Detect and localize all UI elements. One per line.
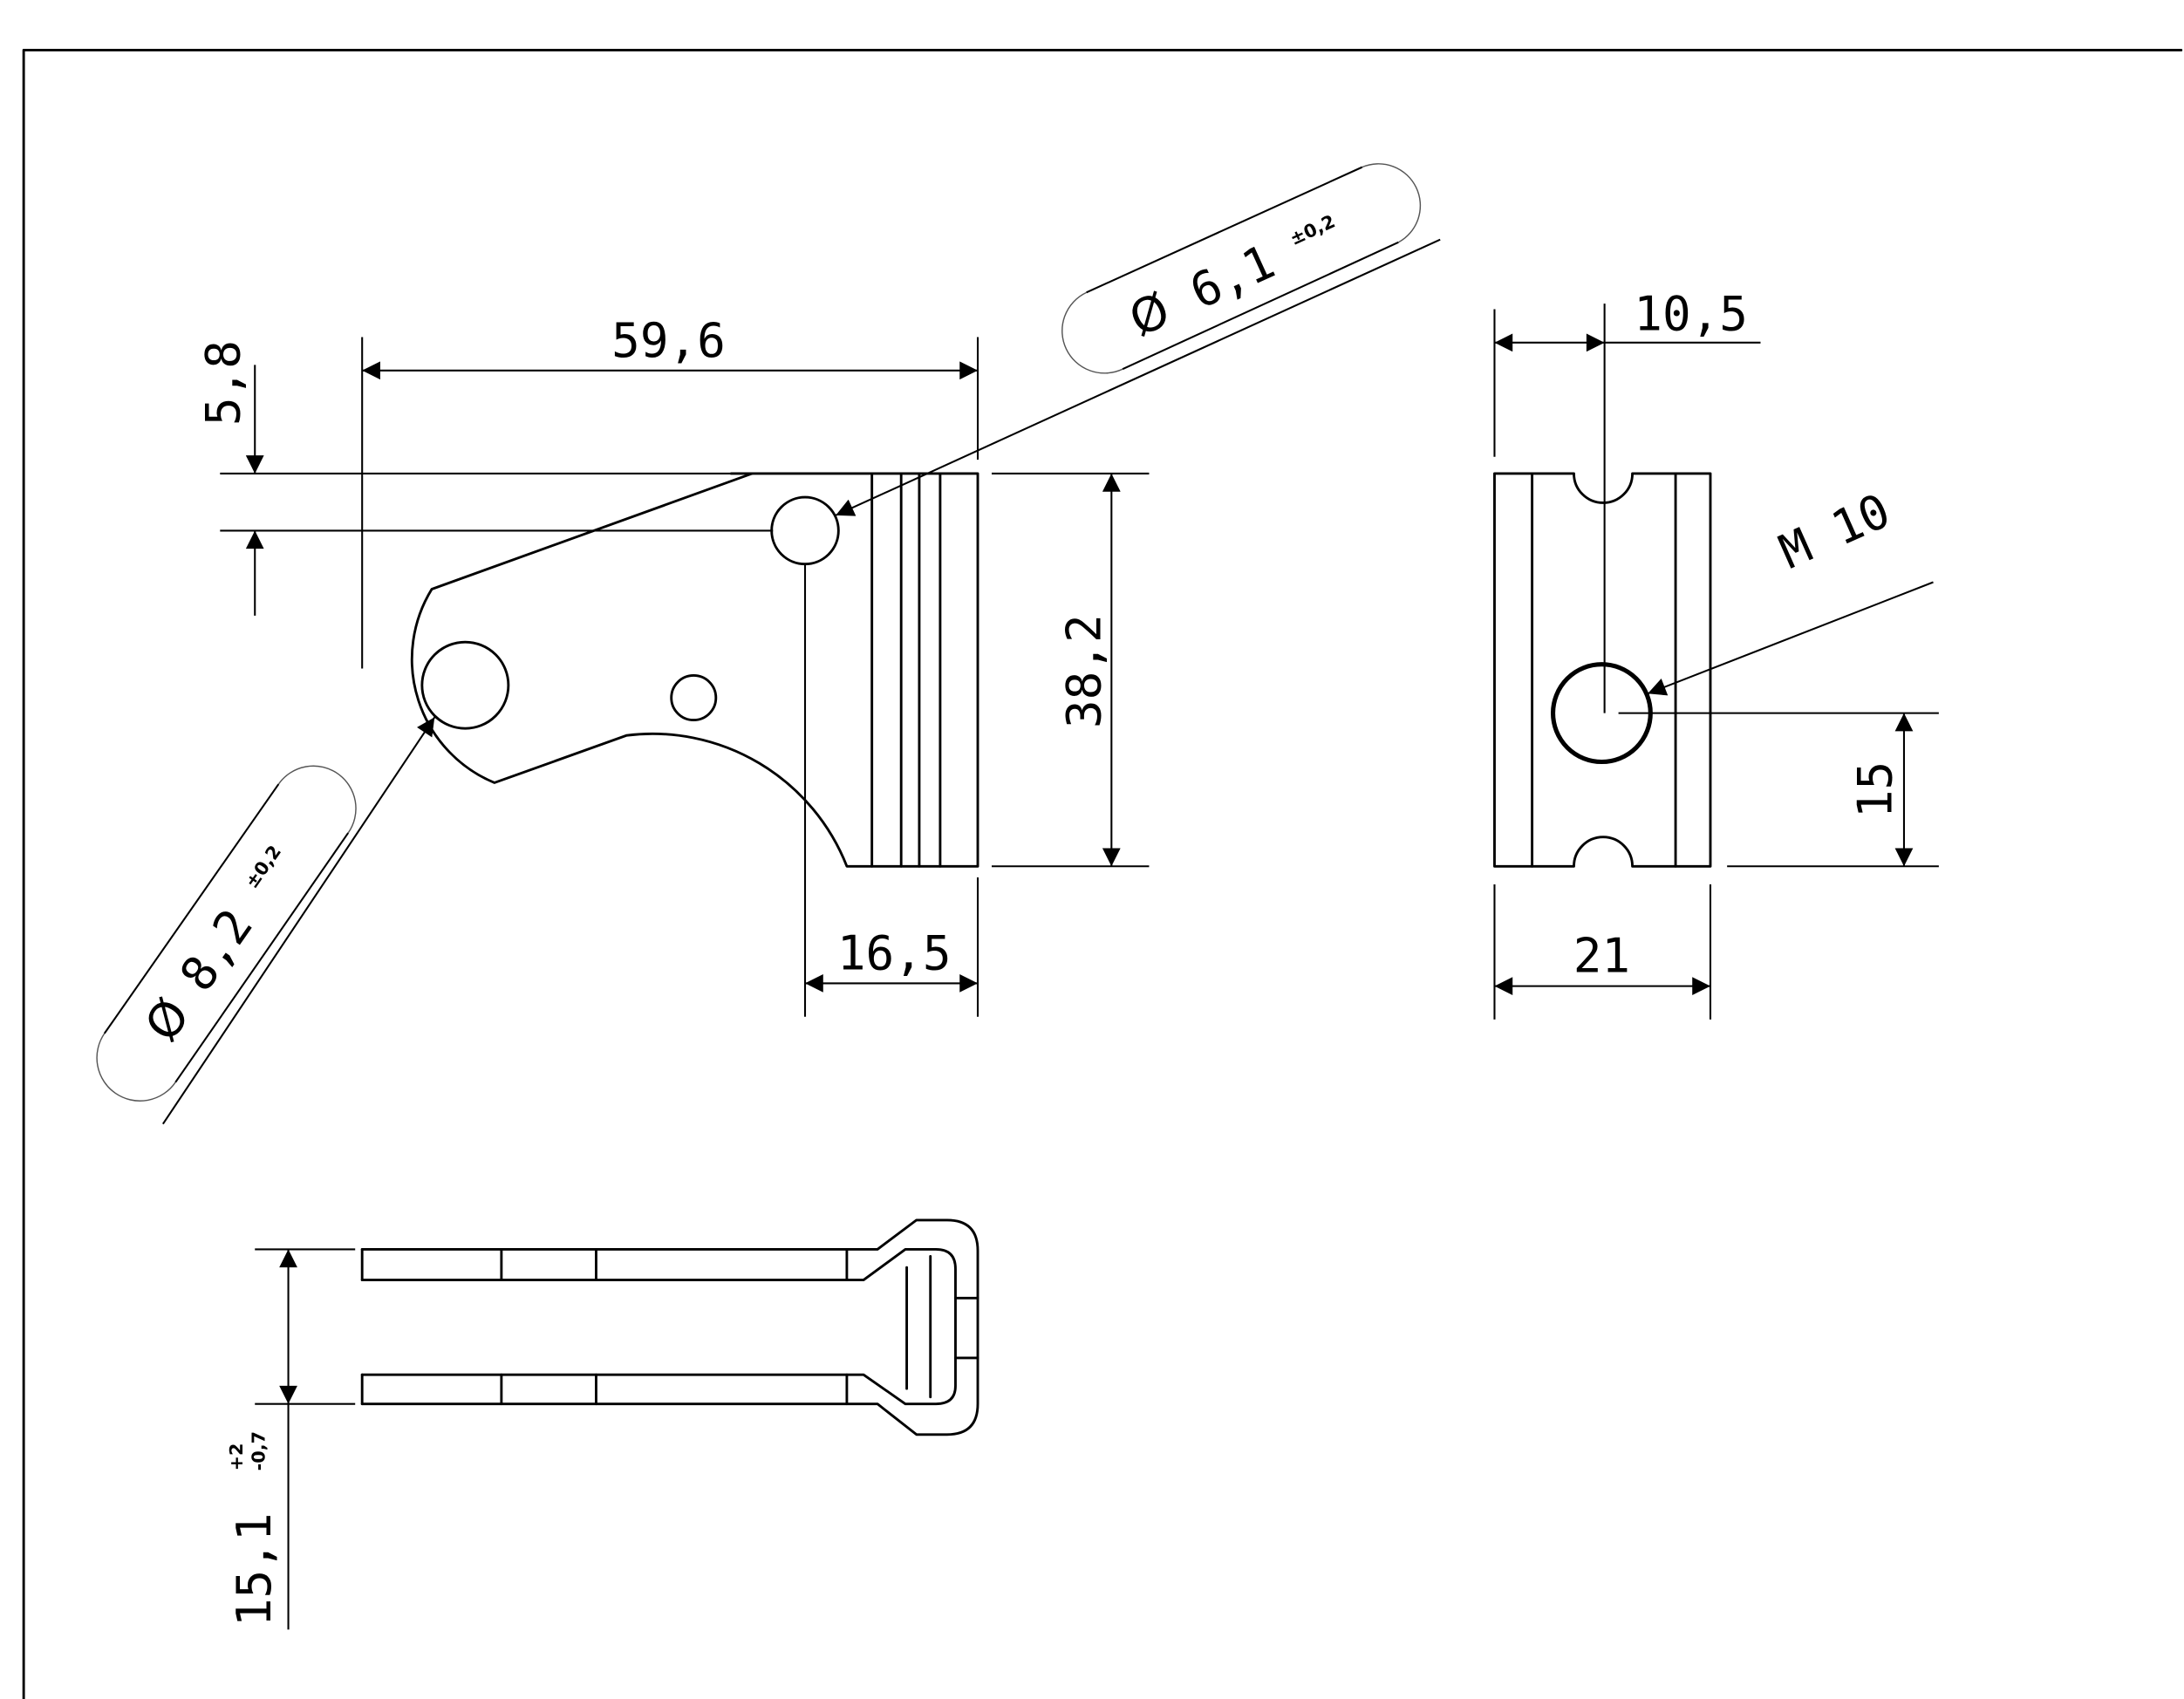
bottom-width-main: 15 [227,1570,282,1627]
small-hole-diameter-symbol: Ø [1122,282,1178,347]
svg-text:6,1: 6,1 [1182,234,1282,319]
side-view [1493,472,1712,868]
bottom-width-tol-upper: +2 [226,1443,247,1470]
small-hole [770,495,840,566]
svg-text:8,2: 8,2 [169,899,263,1000]
callout-thread: M 10 [1647,483,1934,696]
dim-top-offset-frac: 8 [196,340,251,369]
front-view [410,472,979,868]
dim-slot-width-text: 16,5 [837,925,952,980]
bottom-width-sep: , [227,1541,282,1570]
large-hole [420,640,510,730]
svg-text:5,8: 5,8 [196,340,251,426]
dim-top-offset-main: 5 [196,397,251,426]
bottom-width-frac: 1 [227,1512,282,1541]
dim-length: 59,6 [361,313,979,669]
dim-length-text: 59,6 [611,313,726,368]
tiny-hole [670,674,718,722]
dim-height: 38,2 [991,472,1150,868]
dim-end-offset: 10,5 [1493,286,1761,713]
dim-end-offset-text: 10,5 [1634,286,1748,341]
small-hole-tolerance: ±0,2 [1287,211,1338,249]
callout-small-hole: Ø 6,1 ±0,2 [835,163,1441,516]
dim-end-width-text: 21 [1573,929,1630,984]
sheet-border [22,49,2183,1699]
large-hole-diameter-symbol: Ø [134,989,201,1051]
svg-text:15,1: 15,1 [227,1512,282,1627]
dim-slot-width: 16,5 [803,563,979,1017]
dim-end-width: 21 [1493,884,1712,1020]
dim-top-offset-sep: , [196,369,251,398]
dim-thread-height-text: 15 [1848,761,1903,818]
dim-bottom-width: 15,1 +2 -0,7 [226,1248,356,1630]
top-view-inner [360,1247,957,1406]
bottom-width-tol-lower: -0,7 [248,1431,269,1470]
side-view-outline [1493,472,1712,868]
top-view-outer [360,1218,979,1436]
bracket-outline [410,472,979,868]
dim-thread-height: 15 [1618,712,1939,868]
dim-top-offset: 5,8 [196,340,774,616]
dim-height-text: 38,2 [1057,614,1112,728]
top-view [360,1218,979,1436]
large-hole-tolerance: ±0,2 [241,842,285,892]
thread-label: M 10 [1771,483,1898,580]
callout-large-hole: Ø 8,2 ±0,2 [96,716,436,1125]
